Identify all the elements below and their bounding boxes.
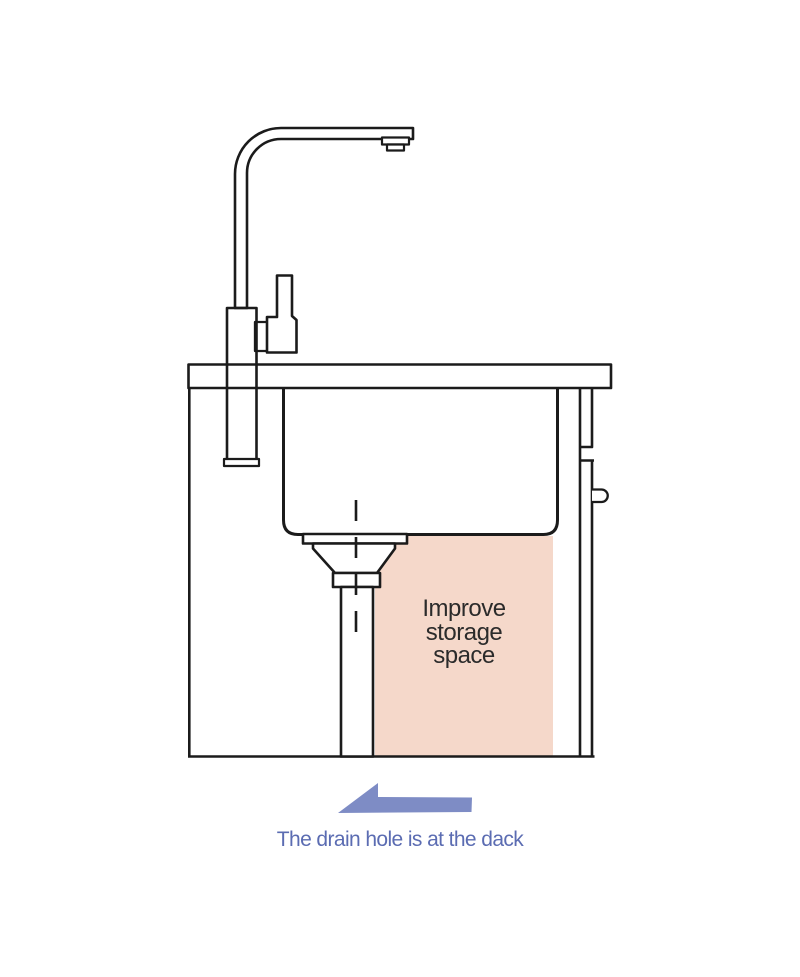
cabinet-right-panel (578, 388, 594, 757)
hose-clip (592, 488, 609, 504)
faucet-aerator-tip (385, 143, 406, 152)
countertop (187, 363, 613, 390)
line-art (187, 126, 613, 758)
storage-label-line-3: space (433, 642, 495, 669)
faucet-mounting-nut (222, 457, 261, 468)
storage-label-line-2: storage (425, 618, 503, 646)
faucet-spout (233, 126, 415, 310)
sink-basin (282, 388, 559, 536)
storage-highlight (375, 536, 553, 756)
drain-caption: The drain hole is at the dack (276, 828, 524, 851)
storage-space-label: Improve storage space (375, 597, 553, 668)
faucet-handle (265, 274, 298, 354)
storage-label-line-1: Improve (422, 595, 506, 622)
left-arrow-icon (338, 783, 472, 813)
